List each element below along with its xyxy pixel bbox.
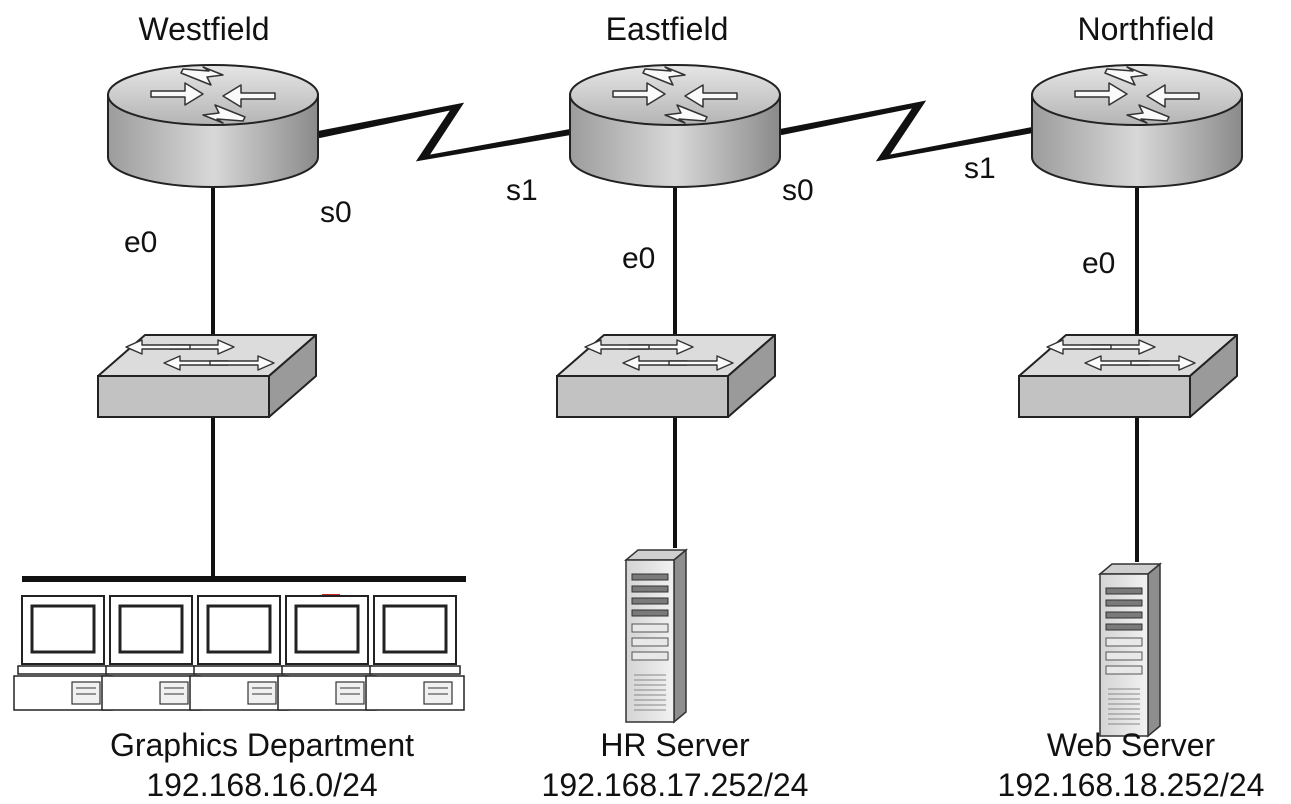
- lan-subnet-hr-server: 192.168.17.252/24: [542, 767, 809, 803]
- graphics-department-lan: [12, 576, 466, 712]
- web-server: [1099, 563, 1161, 737]
- switch-northfield: [1018, 334, 1238, 418]
- eastfield-e0-label: e0: [622, 242, 655, 275]
- lan-name-web-server: Web Server: [1047, 727, 1216, 763]
- router-eastfield: [569, 64, 781, 188]
- workstation: [100, 594, 202, 712]
- serial-link-westfield-eastfield: [316, 102, 573, 162]
- workstation: [12, 594, 114, 712]
- westfield-e0-label: e0: [124, 226, 157, 259]
- eastfield-s1-label: s1: [506, 174, 538, 207]
- lan-subnet-web-server: 192.168.18.252/24: [998, 767, 1265, 803]
- workstation: [364, 594, 466, 712]
- lan-subnet-graphics: 192.168.16.0/24: [146, 767, 377, 803]
- router-northfield-label: Northfield: [1078, 11, 1215, 47]
- router-eastfield-label: Eastfield: [606, 11, 729, 47]
- link-lines: [211, 185, 1139, 580]
- switch-eastfield: [556, 334, 776, 418]
- workstation: [276, 594, 378, 712]
- router-northfield: [1031, 64, 1243, 188]
- northfield-s1-label: s1: [964, 152, 996, 185]
- westfield-s0-label: s0: [320, 196, 352, 229]
- lan-name-graphics: Graphics Department: [110, 727, 414, 763]
- lan-name-hr-server: HR Server: [600, 727, 750, 763]
- hr-server: [625, 549, 687, 723]
- eastfield-s0-label: s0: [782, 174, 814, 207]
- switch-westfield: [97, 334, 317, 418]
- lan-bus: [22, 576, 466, 582]
- workstation: [188, 594, 290, 712]
- router-westfield: [107, 64, 319, 188]
- router-westfield-label: Westfield: [138, 11, 269, 47]
- northfield-e0-label: e0: [1082, 247, 1115, 280]
